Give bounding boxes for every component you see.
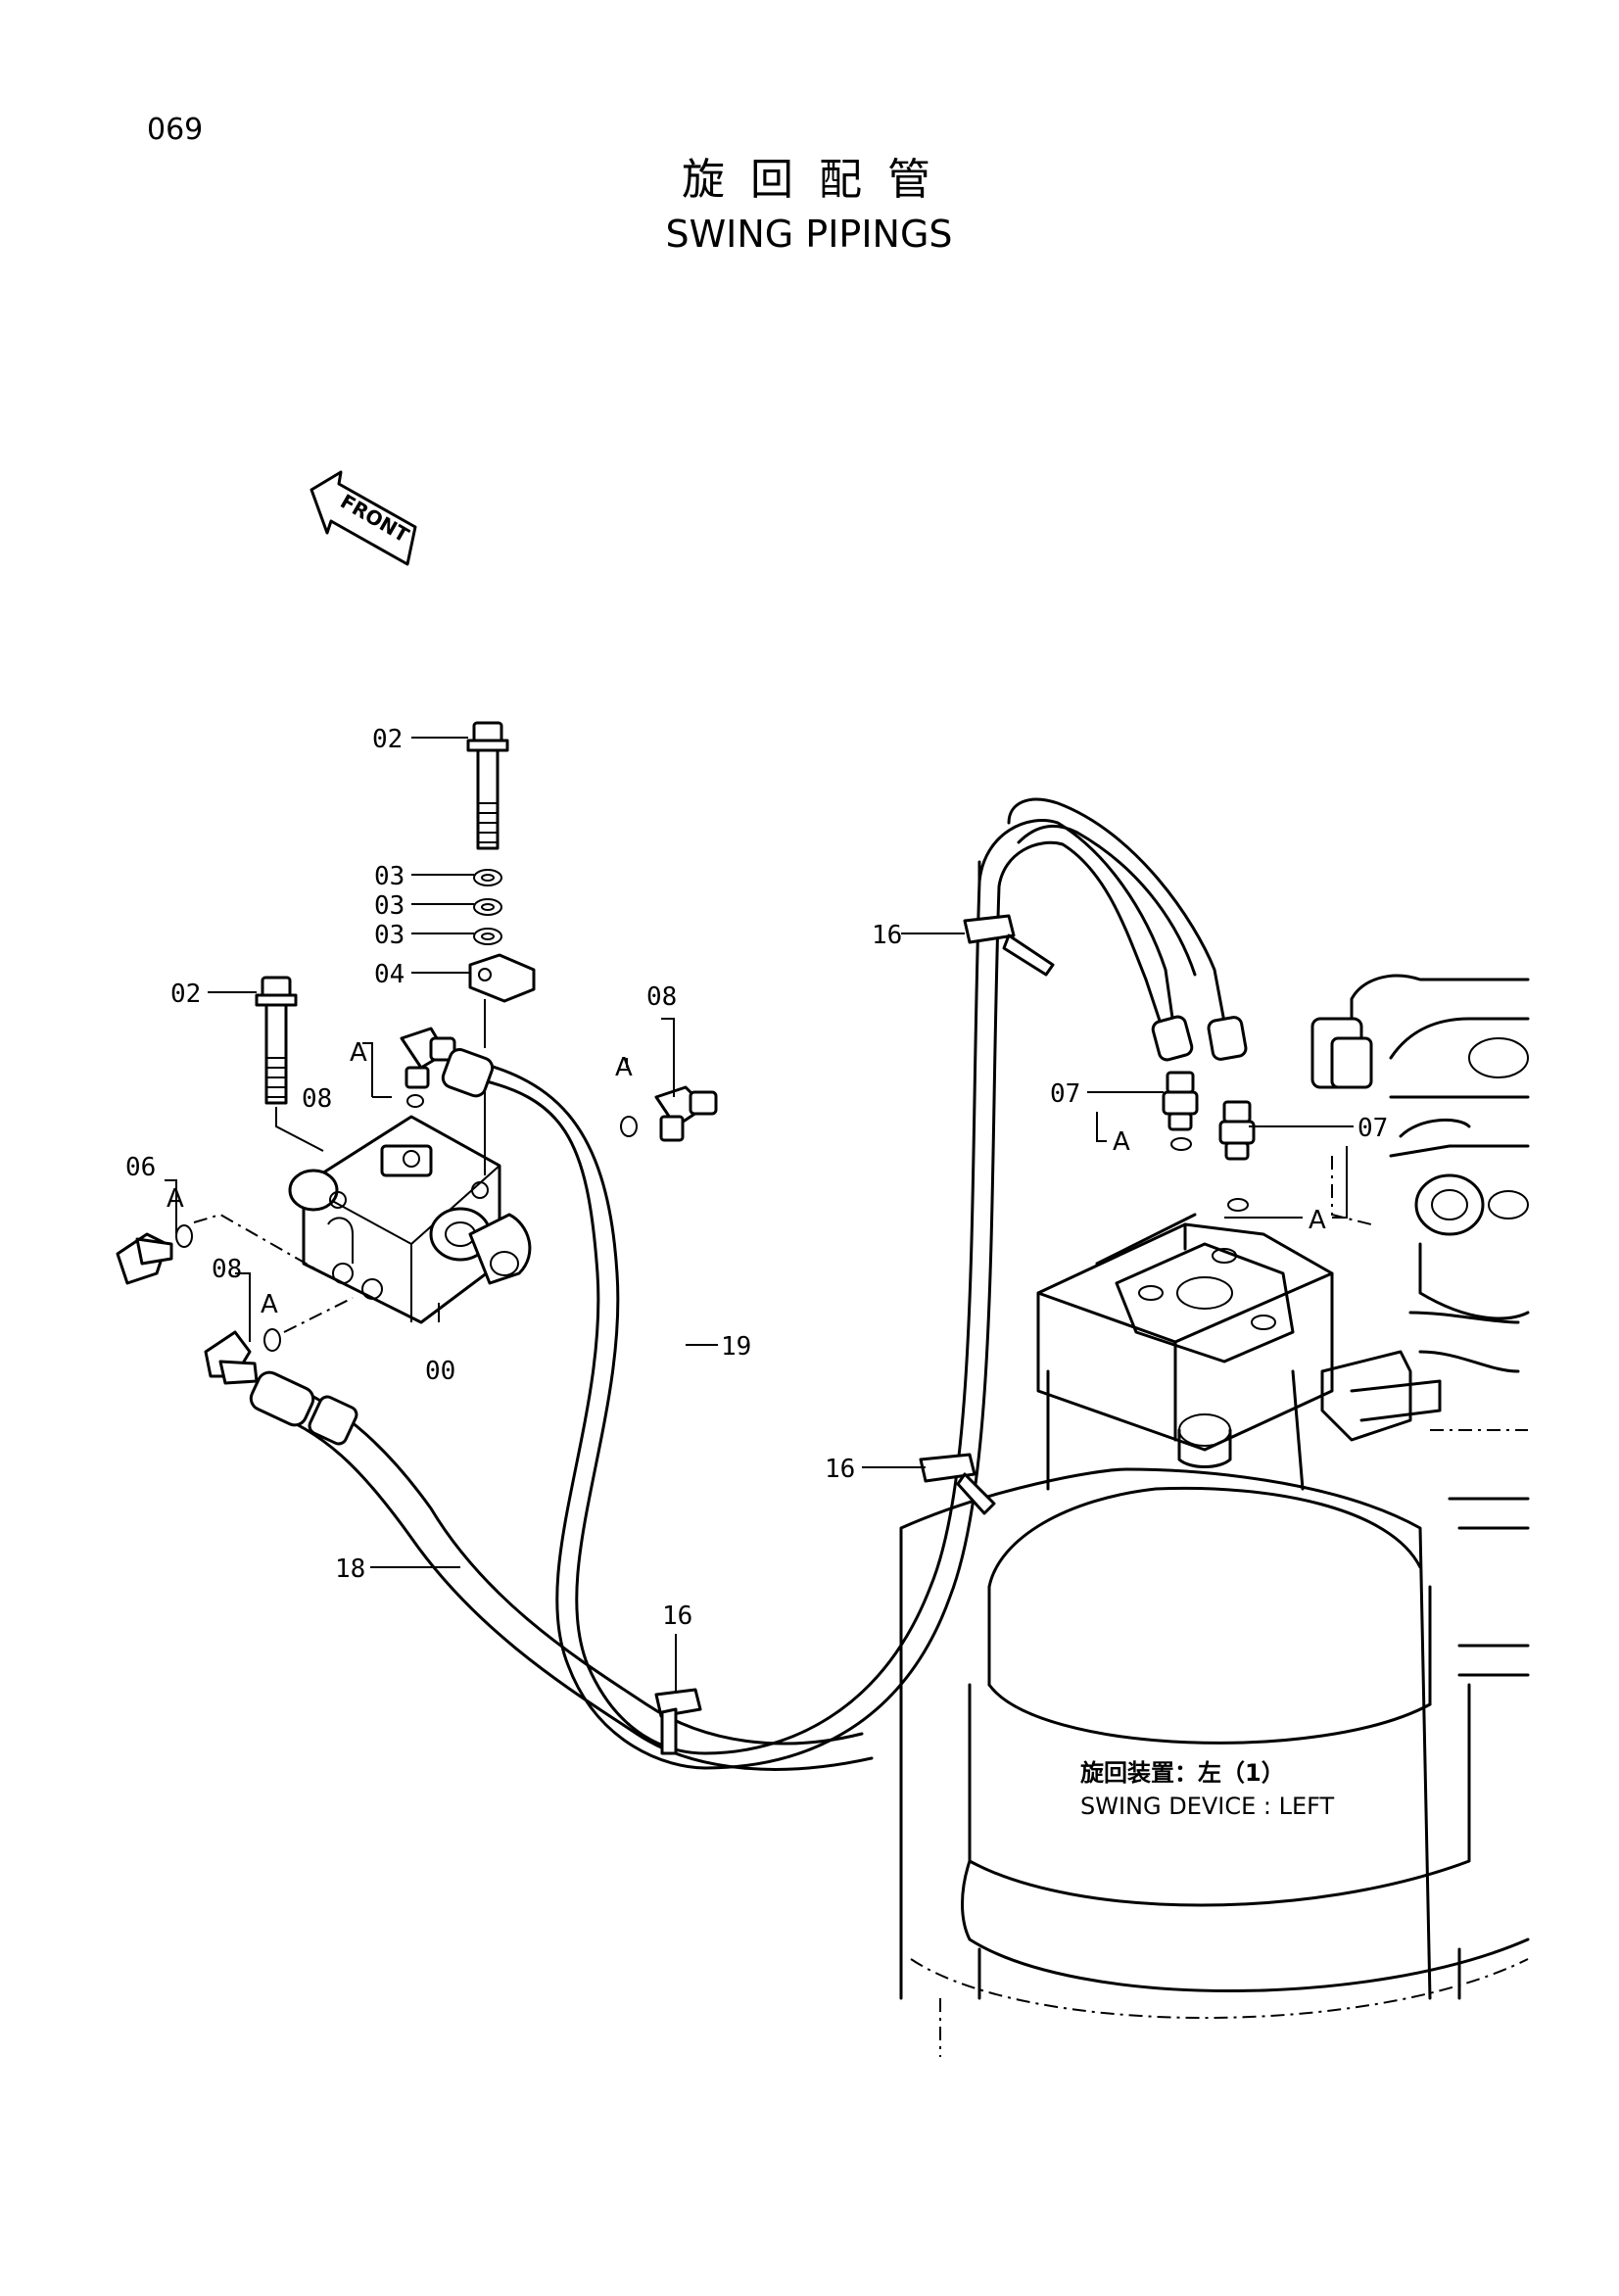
title-english: SWING PIPINGS: [665, 213, 952, 256]
detail-ref-a-4: A: [261, 1290, 278, 1319]
detail-ref-a-1: A: [350, 1038, 367, 1068]
detail-ref-a-5: A: [1113, 1127, 1130, 1157]
callout-06: 06: [125, 1153, 156, 1182]
callout-leaders: [165, 737, 1354, 1693]
fitting-07-drawing: [1162, 1071, 1256, 1212]
callout-08-lower: 08: [212, 1255, 242, 1284]
fitting-08a-drawing: [400, 1027, 456, 1108]
callout-03-second: 03: [374, 891, 405, 921]
swing-valve-drawing: [1310, 974, 1530, 1320]
callout-04: 04: [374, 960, 405, 989]
callout-19: 19: [721, 1332, 751, 1362]
clamp-16c-drawing: [654, 1688, 702, 1755]
detail-ref-a-2: A: [615, 1053, 633, 1082]
callout-02-upper: 02: [372, 725, 403, 754]
front-arrow-icon: FRONT: [310, 470, 417, 566]
callout-08-right: 08: [646, 982, 677, 1012]
clamp-16a-drawing: [963, 914, 1055, 977]
callout-03-third: 03: [374, 921, 405, 950]
swing-device-drawing: [899, 1213, 1530, 2057]
fitting-06-drawing: [116, 1213, 324, 1285]
callout-08-center: 08: [302, 1084, 332, 1114]
hose-19-drawing: [441, 797, 1248, 1770]
swing-device-label-english: SWING DEVICE : LEFT: [1080, 1793, 1335, 1820]
callout-07-left: 07: [1050, 1079, 1080, 1109]
callout-16-middle: 16: [825, 1455, 855, 1484]
bolt-upper-drawing: [466, 721, 509, 850]
title-japanese: 旋 回 配 管: [682, 155, 936, 205]
hose-18-drawing: [249, 1370, 874, 1771]
washers-drawing: [473, 869, 502, 945]
clamp-16b-drawing: [919, 1453, 996, 1515]
bolt-left-drawing: [255, 976, 324, 1152]
fitting-08c-drawing: [204, 1297, 354, 1385]
swing-device-label-japanese: 旋回装置：左（1）: [1079, 1759, 1285, 1787]
fitting-08b-drawing: [620, 1085, 718, 1142]
callout-18: 18: [335, 1555, 365, 1584]
callout-02-left: 02: [170, 980, 201, 1009]
callout-16-top: 16: [872, 921, 902, 950]
page-number: 069: [147, 113, 203, 147]
detail-ref-a-6: A: [1309, 1206, 1326, 1235]
callout-00: 00: [425, 1357, 455, 1386]
valve-block-drawing: [288, 1115, 532, 1324]
callout-03-first: 03: [374, 862, 405, 891]
callout-16-bottom: 16: [662, 1602, 692, 1631]
callout-07-right: 07: [1357, 1114, 1388, 1143]
detail-ref-a-3: A: [167, 1184, 184, 1214]
